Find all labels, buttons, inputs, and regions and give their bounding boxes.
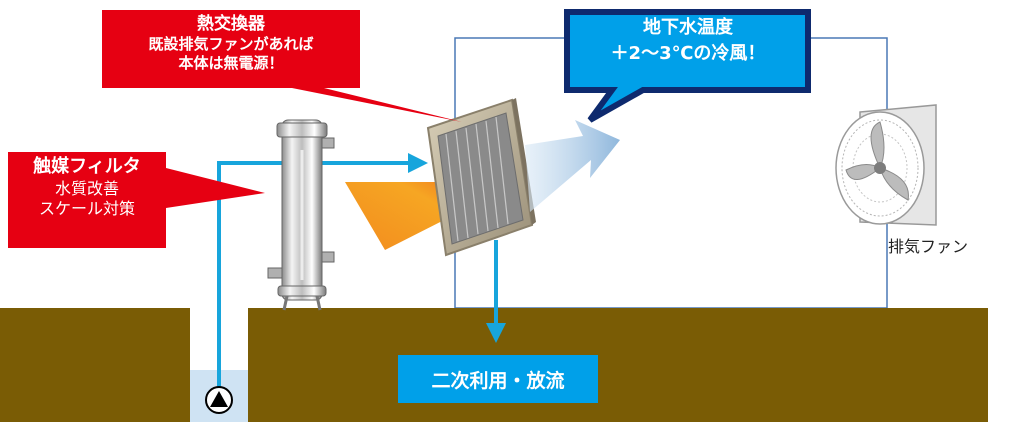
cool-air-arrow [525, 120, 620, 212]
groundwater-callout-line2: ＋2～3℃の冷風！ [610, 42, 766, 64]
filter-callout-title: 触媒フィルタ [33, 156, 141, 177]
groundwater-callout: 地下水温度 ＋2～3℃の冷風！ [570, 17, 806, 65]
groundwater-callout-box [564, 9, 811, 123]
filter-callout-line1: 水質改善 [54, 178, 119, 198]
heat-exchanger-callout-line2: 本体は無電源！ [178, 54, 284, 72]
filter-callout-line2: スケール対策 [38, 198, 135, 218]
filter-callout-box [8, 152, 265, 248]
heat-exchanger-callout-title: 熱交換器 [197, 14, 265, 34]
heat-exchanger-icon [426, 98, 536, 257]
heat-exchanger-callout-box [102, 10, 462, 122]
discharge-label-box [398, 355, 598, 403]
ground-left [0, 308, 190, 422]
exhaust-fan-label: 排気ファン [888, 237, 969, 256]
fan-icon [835, 104, 937, 226]
discharge-label: 二次利用・放流 [431, 369, 565, 392]
heat-exchanger-callout: 熱交換器 既設排気ファンがあれば 本体は無電源！ [102, 14, 360, 73]
groundwater-callout-line1: 地下水温度 [643, 17, 733, 38]
water-pipe [217, 153, 506, 392]
pump-icon [205, 386, 233, 414]
filter-callout: 触媒フィルタ 水質改善 スケール対策 [8, 156, 166, 219]
filter-housing-icon [267, 119, 335, 311]
ground-right [248, 308, 988, 422]
heat-exchanger-callout-line1: 既設排気ファンがあれば [148, 35, 314, 54]
